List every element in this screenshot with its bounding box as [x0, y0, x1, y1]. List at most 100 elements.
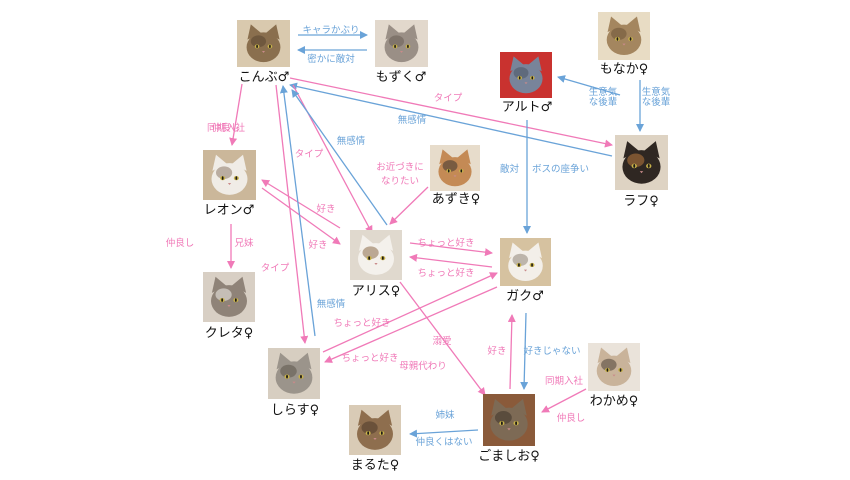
- cat-ear-right: [296, 352, 312, 370]
- cat-ear-right: [626, 16, 641, 33]
- cat-fur-patch: [442, 160, 458, 172]
- cat-name-leon: レオン♂: [204, 203, 255, 218]
- cat-pupil: [460, 169, 463, 173]
- cat-pupil: [407, 44, 409, 49]
- cat-name-azuki: あずき♀: [432, 192, 481, 207]
- edge-label-monaka-to-rafu: な後輩: [642, 96, 671, 108]
- edge-label-wakame-to-gomashio: 仲良し: [557, 412, 586, 424]
- cat-pupil: [221, 176, 224, 180]
- cat-fur-patch: [362, 246, 379, 259]
- cat-pupil: [394, 44, 396, 49]
- cat-pupil: [629, 37, 632, 41]
- cat-head: [596, 355, 632, 387]
- cat-pupil: [269, 44, 271, 49]
- cat-ear-left: [247, 24, 261, 40]
- edge-konbu-to-shirasu: [275, 84, 309, 344]
- edge-label-gomashio-to-maruta: 姉妹: [435, 409, 455, 421]
- cat-head: [357, 418, 393, 450]
- cat-head: [275, 361, 313, 394]
- edge-label-gaku-to-gomashio: 好きじゃない: [523, 345, 580, 357]
- edge-label-shirasu-to-gaku: ちょっと好き: [333, 317, 390, 329]
- cat-nose: [374, 262, 378, 265]
- edge-alice-to-konbu: [291, 89, 388, 226]
- cat-photo-leon: [203, 150, 256, 200]
- cat-pupil: [234, 298, 237, 302]
- cat-pupil: [381, 256, 384, 260]
- cat-ear-left: [510, 56, 524, 72]
- edge-label-monaka-to-rafu: 生意気: [642, 86, 671, 98]
- edge-gomashio-to-maruta: [409, 429, 479, 438]
- cat-nose: [227, 182, 232, 185]
- edge-label-azuki-to-alice: お近づきに: [376, 161, 424, 173]
- cat-pupil: [235, 176, 238, 180]
- edge-alice-to-gaku: [409, 242, 493, 257]
- cat-pupil: [367, 431, 370, 435]
- cat-head: [508, 250, 543, 282]
- edge-gomashio-to-gaku: [507, 314, 516, 390]
- cat-name-rafu: ラフ♀: [623, 194, 659, 209]
- cat-ear-left: [212, 154, 227, 171]
- node-maruta: まるた♀: [349, 405, 401, 473]
- cat-name-mozuku: もずく♂: [376, 70, 427, 85]
- cat-photo-gomashio: [483, 394, 535, 446]
- cat-ear-left: [211, 276, 227, 293]
- cat-pupil: [500, 421, 503, 426]
- cat-nose: [524, 82, 528, 85]
- edge-label-gaku-to-alice: ちょっと好き: [417, 267, 474, 279]
- cat-pupil: [221, 298, 224, 302]
- cat-fur-patch: [280, 364, 297, 378]
- edge-azuki-to-alice: [389, 186, 429, 225]
- cat-head: [211, 163, 248, 195]
- cat-ear-left: [439, 149, 453, 165]
- cat-fur-patch: [494, 411, 512, 425]
- cat-fur-patch: [601, 358, 617, 371]
- cat-nose: [639, 171, 644, 174]
- edge-label-shirasu-to-konbu: 無感情: [317, 298, 346, 310]
- edge-label-aruto-to-gaku: 敵対: [500, 163, 520, 175]
- cat-ear-right: [266, 24, 280, 40]
- cat-ear-right: [528, 242, 542, 259]
- cat-head: [384, 32, 419, 63]
- edge-label-alice-to-gaku: ちょっと好き: [417, 237, 474, 249]
- node-wakame: わかめ♀: [588, 343, 640, 409]
- cat-nose: [292, 381, 296, 384]
- edge-label-azuki-to-alice: なりたい: [381, 176, 419, 187]
- cat-name-alice: アリス♀: [352, 284, 401, 299]
- cat-ear-left: [358, 234, 374, 251]
- cat-photo-konbu: [237, 20, 290, 67]
- edges: [227, 31, 644, 438]
- edge-leon-to-alice: [261, 187, 341, 245]
- cat-fur-patch: [215, 288, 232, 302]
- edge-label-monaka-to-aruto: な後輩: [589, 96, 618, 108]
- cat-nose: [453, 175, 457, 178]
- cat-pupil: [531, 263, 533, 267]
- cat-pupil: [518, 76, 521, 80]
- cat-ear-right: [377, 409, 393, 426]
- cat-ear-left: [385, 24, 399, 40]
- cat-photo-azuki: [430, 145, 480, 191]
- cat-head: [246, 32, 281, 63]
- edge-labels: キャラかぶり密かに敵対生意気な後輩生意気な後輩タイプ無感情同期入社仲良しタイプ無…: [166, 25, 671, 448]
- cat-fur-patch: [388, 35, 405, 48]
- edge-alice-to-gomashio: [399, 281, 486, 396]
- cat-photo-wakame: [588, 343, 640, 391]
- edge-label-mozuku-to-konbu: 密かに敵対: [307, 53, 355, 65]
- cat-name-shirasu: しらす♀: [271, 403, 319, 418]
- edge-label-konbu-to-leon: 同期入社: [207, 122, 246, 134]
- cat-pupil: [531, 76, 534, 80]
- edge-label-rafu-to-konbu: 無感情: [398, 114, 427, 126]
- edge-konbu-to-leon: [229, 83, 243, 146]
- cat-pupil: [616, 37, 619, 41]
- cat-name-aruto: アルト♂: [502, 100, 553, 115]
- cat-ear-left: [509, 242, 523, 259]
- cat-head: [438, 157, 472, 187]
- cat-name-monaka: もなか♀: [600, 62, 649, 77]
- cat-ear-right: [616, 347, 631, 364]
- cat-nose: [507, 428, 511, 431]
- edge-monaka-to-aruto: [557, 75, 621, 96]
- cat-ear-right: [457, 149, 471, 165]
- edge-label-alice-to-gomashio: 母親代わり: [399, 360, 447, 372]
- edge-label-gaku-to-shirasu: ちょっと好き: [341, 352, 398, 364]
- cat-nose: [227, 304, 231, 307]
- cat-head: [211, 285, 247, 317]
